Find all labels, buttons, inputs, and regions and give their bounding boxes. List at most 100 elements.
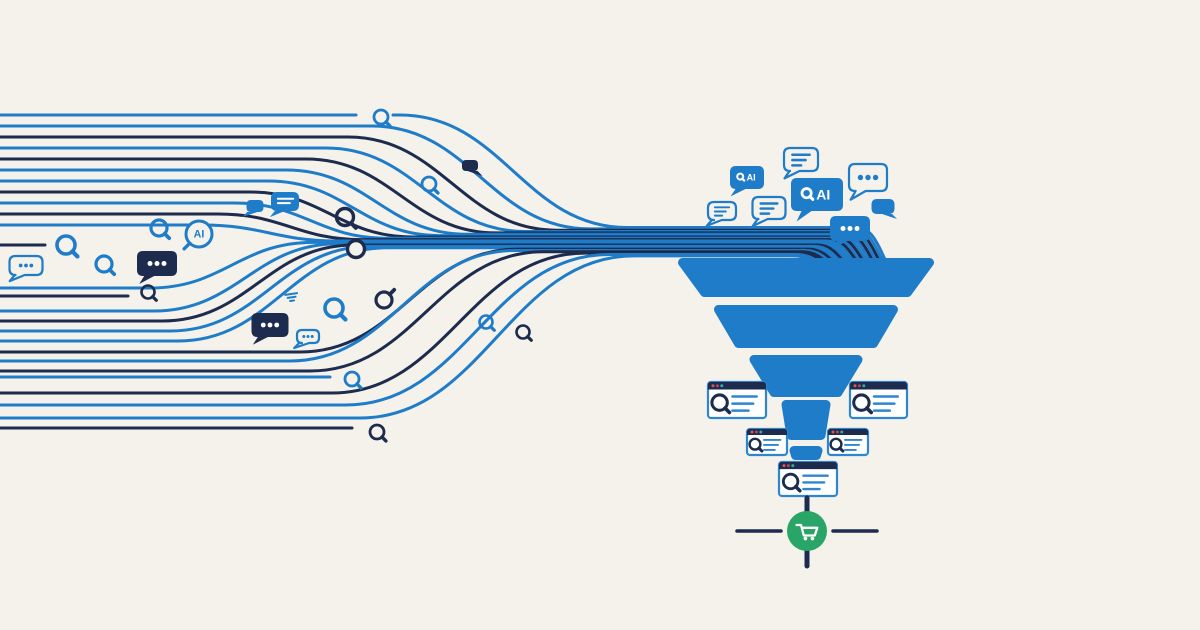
window-titlebar	[747, 429, 787, 435]
dot	[161, 261, 167, 266]
text-line	[713, 206, 731, 209]
chat-bubble-icon	[251, 313, 289, 345]
text-line	[791, 164, 803, 167]
browser-window-icon	[777, 460, 839, 498]
text-line	[791, 153, 811, 157]
result-line	[844, 444, 860, 446]
titlebar-dot	[840, 430, 844, 434]
dot	[302, 335, 306, 338]
window-titlebar	[850, 382, 907, 390]
titlebar-dot	[853, 384, 857, 388]
magnifier-icon	[372, 108, 392, 128]
search-result-cards	[706, 380, 909, 498]
magnifier-icon	[140, 284, 158, 302]
magnifier-icon	[343, 370, 363, 390]
titlebar-dot	[782, 464, 786, 468]
ai-label: AI	[747, 173, 756, 183]
purchase-target	[735, 495, 879, 569]
ai-label: AI	[816, 187, 830, 203]
query-line	[0, 240, 860, 290]
titlebar-dot	[711, 384, 715, 388]
query-line	[0, 201, 869, 270]
magnifier-icon	[781, 472, 802, 493]
titlebar-dot	[786, 464, 790, 468]
magnifier-icon	[852, 393, 874, 415]
dot	[260, 322, 266, 328]
result-line	[872, 409, 892, 412]
result-line	[844, 439, 863, 441]
chat-bubble-icon	[462, 160, 483, 176]
funnel-layer-4	[781, 400, 831, 440]
query-line	[0, 179, 875, 270]
result-line	[731, 402, 755, 405]
dot	[865, 174, 871, 181]
dot	[840, 226, 846, 231]
funnel-layer-2	[714, 305, 898, 348]
query-line	[0, 244, 851, 333]
titlebar-dot	[857, 384, 861, 388]
titlebar-dot	[720, 384, 724, 388]
magnifier-icon	[334, 206, 358, 230]
chat-bubble-icon	[847, 162, 889, 201]
titlebar-dot	[831, 430, 835, 434]
window-titlebar	[828, 429, 868, 435]
magnifier-icon	[149, 218, 172, 241]
dot	[854, 226, 860, 231]
result-line	[802, 474, 829, 477]
scatter-icons: AI	[8, 108, 533, 443]
chat-bubble-icon	[8, 254, 44, 283]
text-line	[759, 207, 775, 210]
result-line	[872, 402, 896, 405]
query-line	[0, 157, 882, 270]
browser-window-icon	[848, 380, 909, 420]
browser-window-icon	[826, 427, 870, 457]
ai-chat-bubble-icon: AI	[791, 178, 843, 222]
text-line	[759, 212, 771, 215]
magnifier-icon	[420, 175, 440, 195]
text-line	[276, 202, 291, 205]
titlebar-dot	[754, 430, 758, 434]
result-line	[802, 481, 826, 484]
ai-label: AI	[194, 229, 205, 241]
text-line	[713, 214, 724, 217]
chat-bubble-icon	[751, 195, 787, 228]
circle-icon	[345, 238, 367, 260]
titlebar-dot	[759, 430, 763, 434]
chat-bubble-icon	[830, 216, 870, 249]
magnifier-glyph	[800, 187, 813, 200]
shopping-cart-icon	[787, 511, 827, 551]
text-line	[713, 210, 727, 213]
magnifier-icon	[829, 437, 845, 453]
funnel-layer-1	[678, 258, 934, 297]
window-titlebar	[708, 382, 766, 390]
query-line	[0, 146, 885, 270]
dot	[857, 174, 864, 181]
dot	[872, 174, 879, 181]
dot	[306, 335, 310, 338]
magnifier-icon	[478, 314, 496, 332]
magnifier-icon	[94, 254, 117, 277]
dot	[147, 261, 153, 266]
conversion-funnel	[678, 258, 934, 460]
ai-chat-bubble-icon: AI	[730, 166, 764, 197]
ai-chat-bubbles: AI AI	[705, 146, 898, 249]
query-line	[0, 168, 878, 270]
query-line	[0, 246, 847, 343]
dot	[29, 263, 34, 268]
titlebar-dot	[791, 464, 795, 468]
dot	[24, 263, 28, 268]
chat-bubble-icon	[242, 200, 264, 217]
query-line	[391, 113, 894, 270]
chat-bubble-icon	[269, 192, 299, 218]
query-line	[0, 212, 866, 270]
ai-search-icon: AI	[182, 219, 214, 251]
text-line	[791, 158, 807, 162]
titlebar-dot	[835, 430, 839, 434]
result-line	[763, 449, 776, 451]
funnel-layer-3	[749, 355, 863, 397]
query-line	[0, 243, 854, 323]
magnifier-icon	[748, 437, 764, 453]
result-line	[844, 449, 857, 451]
text-lines-icon	[284, 292, 299, 303]
